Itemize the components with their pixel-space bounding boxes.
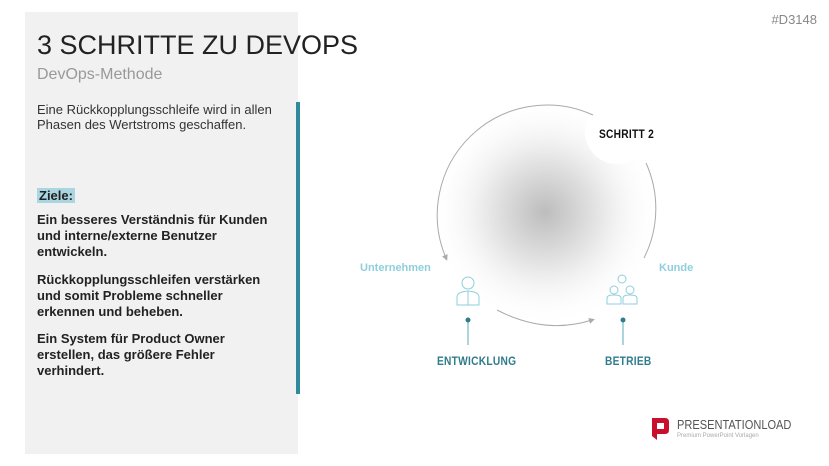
connector-dot (620, 317, 626, 323)
node-entwicklung: ENTWICKLUNG (437, 354, 517, 368)
intro-text: Eine Rückkopplungsschleife wird in allen… (37, 102, 272, 132)
right-label: Kunde (659, 262, 694, 274)
developer-icon (456, 276, 480, 306)
logo-tagline: Premium PowerPoint Vorlagen (677, 433, 759, 439)
goal-item: Ein besseres Verständnis für Kunden und … (37, 212, 268, 259)
logo-name: PRESENTATIONLOAD (677, 417, 792, 432)
node-betrieb: BETRIEB (605, 354, 652, 368)
step-circle (585, 100, 649, 164)
left-label: Unternehmen (360, 262, 431, 274)
arrow-right (643, 162, 657, 259)
goals-label: Ziele: (37, 188, 75, 203)
logo-mark-icon (652, 418, 669, 440)
step-label: SCHRITT 2 (599, 127, 655, 141)
accent-bar (296, 102, 300, 394)
goal-item: Ein System für Product Owner erstellen, … (37, 331, 225, 378)
page-title: 3 SCHRITTE ZU DEVOPS (37, 30, 359, 60)
arrow-top-left (436, 104, 594, 261)
left-panel (25, 12, 298, 454)
goal-item: Rückkopplungsschleifen verstärken und so… (37, 272, 261, 319)
team-icon (606, 274, 638, 305)
page-subtitle: DevOps-Methode (37, 66, 163, 83)
connector-dot (465, 317, 471, 323)
slide-code: #D3148 (771, 12, 817, 27)
arrow-bottom (496, 309, 595, 327)
